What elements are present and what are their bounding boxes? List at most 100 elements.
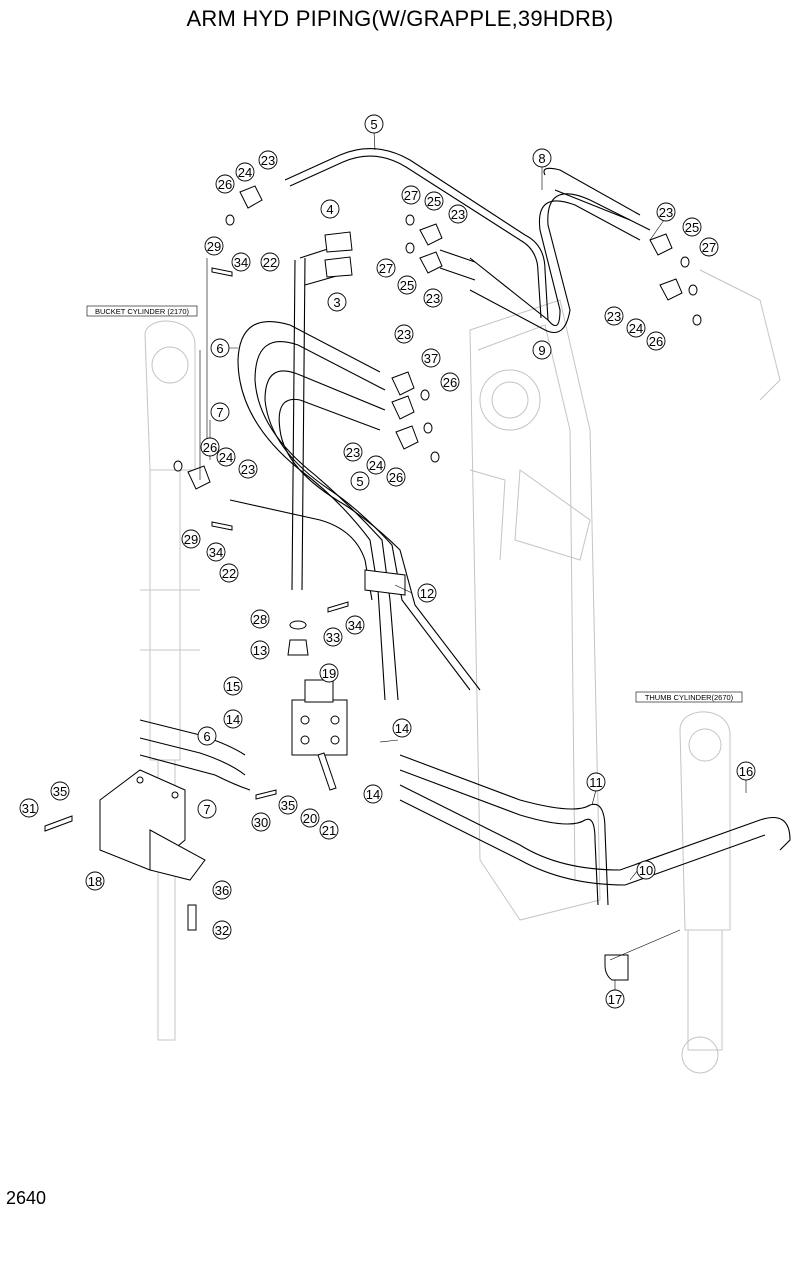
svg-text:27: 27 (404, 188, 418, 203)
callout-28: 28 (250, 609, 270, 629)
arm-structure-outline (469, 269, 781, 921)
svg-text:19: 19 (322, 666, 336, 681)
thumb-cylinder-outline (679, 711, 731, 1074)
callout-7b: 7 (197, 799, 217, 819)
svg-text:31: 31 (22, 801, 36, 816)
svg-text:33: 33 (326, 630, 340, 645)
looped-hoses (229, 244, 481, 701)
svg-text:25: 25 (685, 220, 699, 235)
callout-24b: 24 (626, 318, 646, 338)
svg-text:11: 11 (589, 775, 603, 790)
svg-text:28: 28 (253, 612, 267, 627)
svg-text:14: 14 (395, 721, 409, 736)
callout-6b: 6 (197, 726, 217, 746)
callout-33: 33 (323, 627, 343, 647)
fitting-13 (287, 620, 309, 656)
callout-23g: 23 (343, 442, 363, 462)
callout-35a: 35 (50, 781, 70, 801)
svg-text:20: 20 (303, 811, 317, 826)
svg-text:22: 22 (222, 566, 236, 581)
elbow-17 (604, 954, 629, 981)
o-rings (173, 214, 702, 472)
callout-23d: 23 (656, 202, 676, 222)
svg-text:29: 29 (207, 239, 221, 254)
callout-34c: 34 (345, 615, 365, 635)
callout-37: 37 (421, 348, 441, 368)
callout-26a: 26 (215, 174, 235, 194)
svg-text:23: 23 (397, 327, 411, 342)
thumb-cylinder-label: THUMB CYLINDER(2670) (645, 693, 734, 702)
callout-31: 31 (19, 798, 39, 818)
callout-30: 30 (251, 812, 271, 832)
callout-22b: 22 (219, 563, 239, 583)
callout-7a: 7 (210, 402, 230, 422)
callout-23a: 23 (258, 150, 278, 170)
svg-text:8: 8 (538, 151, 545, 166)
svg-text:32: 32 (215, 923, 229, 938)
callout-13: 13 (250, 640, 270, 660)
bucket-cylinder-label: BUCKET CYLINDER (2170) (95, 307, 190, 316)
callout-12: 12 (417, 583, 437, 603)
svg-text:6: 6 (216, 341, 223, 356)
callout-24c: 24 (366, 455, 386, 475)
svg-text:26: 26 (218, 177, 232, 192)
svg-text:17: 17 (608, 992, 622, 1007)
callout-26c: 26 (440, 372, 460, 392)
callout-14a: 14 (223, 709, 243, 729)
callout-23b: 23 (448, 204, 468, 224)
svg-text:34: 34 (234, 255, 248, 270)
page-number: 2640 (6, 1188, 47, 1208)
svg-text:23: 23 (241, 462, 255, 477)
svg-text:7: 7 (216, 405, 223, 420)
callout-26b: 26 (646, 331, 666, 351)
callout-25b: 25 (397, 275, 417, 295)
flange-clamps (187, 185, 683, 490)
callout-25a: 25 (424, 191, 444, 211)
callout-16: 16 (736, 761, 756, 781)
callout-8: 8 (532, 148, 552, 168)
cylinder-labels (86, 305, 743, 703)
svg-text:15: 15 (226, 679, 240, 694)
callout-29a: 29 (204, 236, 224, 256)
svg-text:5: 5 (370, 117, 377, 132)
svg-text:4: 4 (326, 202, 333, 217)
callout-14b: 14 (392, 718, 412, 738)
svg-text:34: 34 (348, 618, 362, 633)
callout-27b: 27 (376, 258, 396, 278)
callout-35b: 35 (278, 795, 298, 815)
svg-text:35: 35 (281, 798, 295, 813)
callout-29b: 29 (181, 529, 201, 549)
lower-hoses (139, 719, 791, 906)
callout-11: 11 (586, 772, 606, 792)
callout-3: 3 (327, 292, 347, 312)
callout-26d: 26 (386, 467, 406, 487)
callout-21: 21 (319, 820, 339, 840)
callout-23e: 23 (604, 306, 624, 326)
callout-10: 10 (636, 860, 656, 880)
svg-text:23: 23 (607, 309, 621, 324)
callout-6a: 6 (210, 338, 230, 358)
svg-text:24: 24 (219, 450, 233, 465)
callout-9: 9 (532, 340, 552, 360)
callout-24d: 24 (216, 447, 236, 467)
svg-text:29: 29 (184, 532, 198, 547)
svg-text:26: 26 (203, 440, 217, 455)
svg-text:16: 16 (739, 764, 753, 779)
callout-15: 15 (223, 676, 243, 696)
svg-text:23: 23 (659, 205, 673, 220)
svg-text:6: 6 (203, 729, 210, 744)
svg-text:10: 10 (639, 863, 653, 878)
svg-text:3: 3 (333, 295, 340, 310)
callouts: 5 8 23 24 26 4 27 25 23 29 34 22 27 25 2… (19, 114, 756, 1009)
svg-text:24: 24 (369, 458, 383, 473)
callout-34b: 34 (206, 542, 226, 562)
svg-text:25: 25 (427, 194, 441, 209)
svg-text:22: 22 (263, 255, 277, 270)
page-title: ARM HYD PIPING(W/GRAPPLE,39HDRB) (186, 6, 614, 31)
svg-text:24: 24 (238, 165, 252, 180)
svg-text:23: 23 (426, 291, 440, 306)
svg-text:27: 27 (379, 261, 393, 276)
svg-text:37: 37 (424, 351, 438, 366)
callout-19: 19 (319, 663, 339, 683)
